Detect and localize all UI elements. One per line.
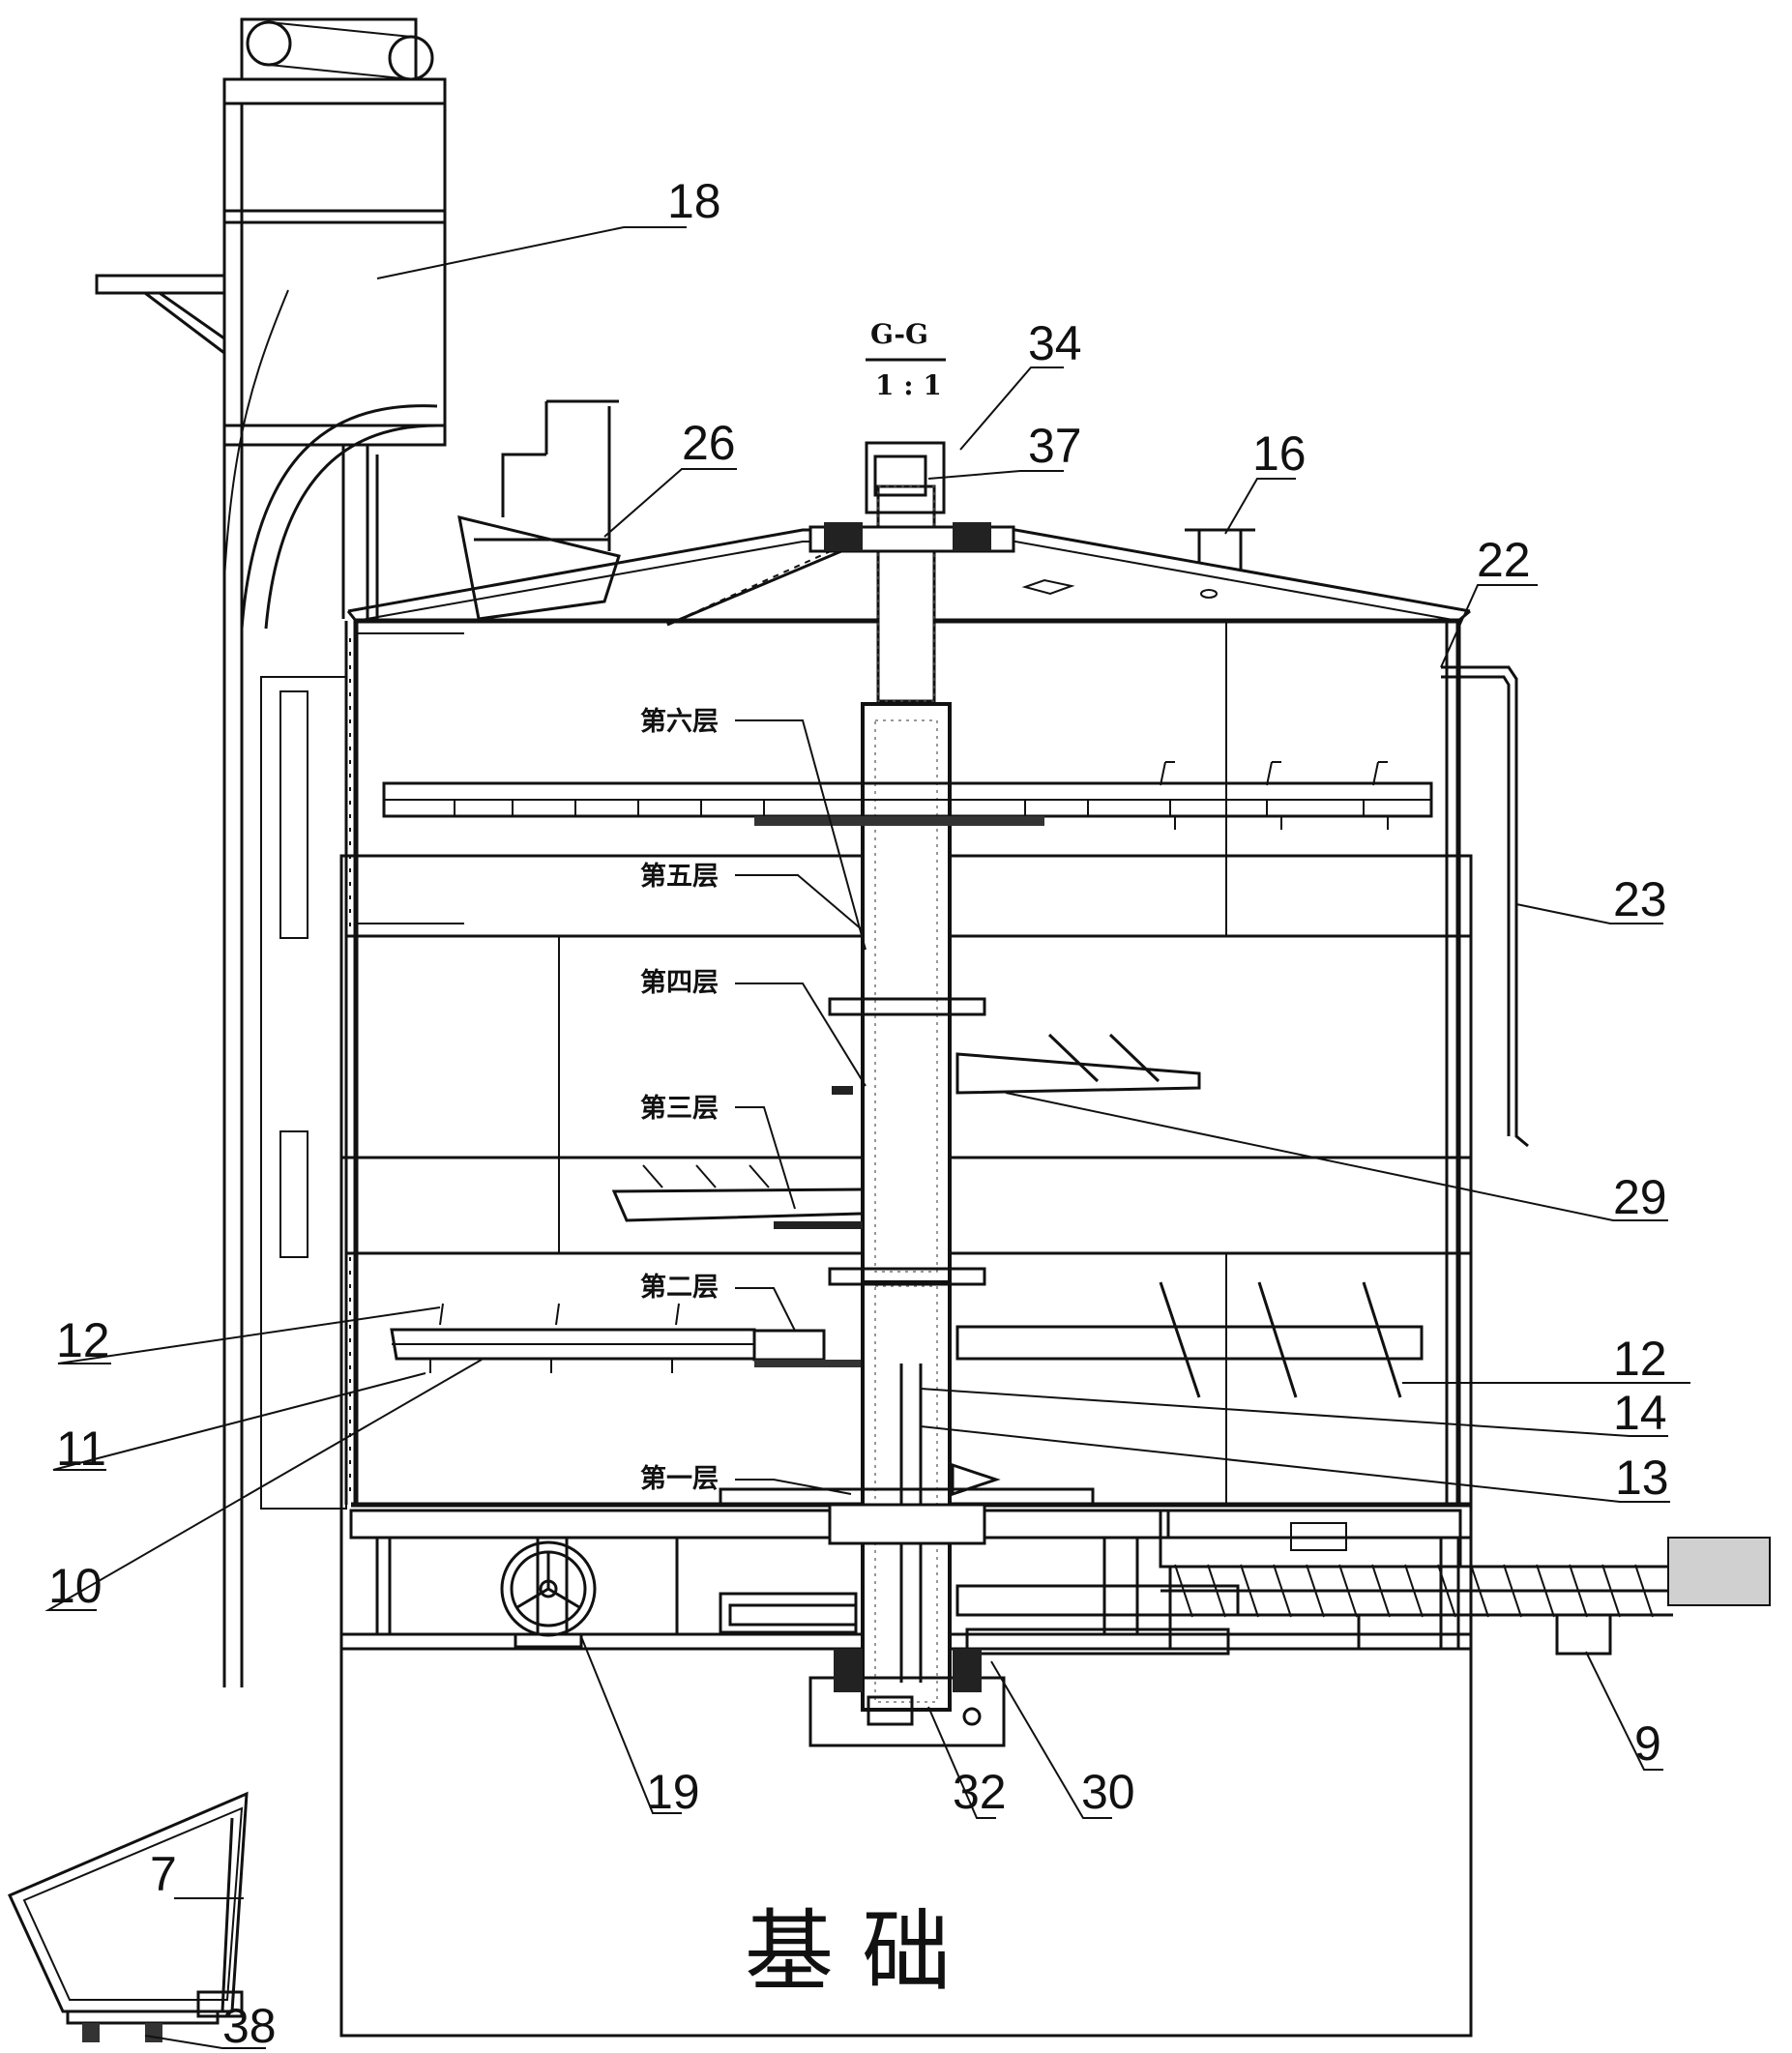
overflow-pipe: [1441, 665, 1529, 1148]
screw-flight: [1371, 1564, 1391, 1618]
part-number-14: 14: [1613, 1386, 1667, 1440]
section-scale: 1 : 1: [875, 369, 942, 401]
layer-label-2: 第二层: [640, 1272, 719, 1303]
layer-label-3: 第三层: [640, 1093, 719, 1124]
screw-flight: [1437, 1564, 1456, 1618]
layer-label-6: 第六层: [640, 706, 719, 737]
screw-flight: [1536, 1564, 1555, 1618]
foundation-label: 基 础: [745, 1900, 951, 2004]
part-number-18: 18: [667, 174, 721, 228]
part-number-12-left: 12: [56, 1313, 110, 1367]
part-number-30: 30: [1081, 1765, 1135, 1819]
part-number-23: 23: [1613, 872, 1667, 926]
arm-layer-4: [832, 1033, 1201, 1095]
part-number-26: 26: [682, 416, 736, 470]
fan: [500, 1540, 597, 1649]
screw-flight: [1273, 1564, 1292, 1618]
drive-assembly: [719, 1503, 1240, 1692]
layer-label-5: 第五层: [640, 861, 719, 892]
hopper: [7, 1791, 249, 2042]
part-number-7: 7: [150, 1847, 177, 1901]
section-name: G-G: [870, 318, 928, 350]
screw-flight: [1503, 1564, 1522, 1618]
part-number-10: 10: [48, 1559, 103, 1613]
screw-flight: [1404, 1564, 1424, 1618]
screw-flights: [1174, 1564, 1654, 1618]
arm-layer-3: [611, 1164, 865, 1229]
screw-conveyor: [1159, 1509, 1771, 1656]
part-number-22: 22: [1477, 533, 1531, 587]
arm-layer-2: [390, 1281, 1424, 1398]
part-number-32: 32: [953, 1765, 1007, 1819]
arm-layer-6: [382, 761, 1433, 830]
part-number-38: 38: [222, 1999, 277, 2053]
leader-lines: [44, 226, 1690, 2049]
part-number-11: 11: [56, 1422, 106, 1476]
screw-flight: [1306, 1564, 1325, 1618]
layer-label-4: 第四层: [640, 967, 719, 998]
screw-flight: [1338, 1564, 1358, 1618]
screw-flight: [1569, 1564, 1588, 1618]
central-shaft: [808, 441, 1015, 1747]
screw-flight: [1601, 1564, 1621, 1618]
part-number-12-right: 12: [1613, 1332, 1667, 1386]
part-numbers: 18 34 37 26 16 22 23 29 12 11 10 12 14 1…: [48, 174, 1669, 2053]
section-marker: G-G 1 : 1: [866, 318, 946, 401]
part-number-16: 16: [1252, 426, 1307, 481]
part-number-13: 13: [1615, 1451, 1669, 1505]
layer-label-1: 第一层: [640, 1463, 719, 1494]
part-number-34: 34: [1028, 316, 1082, 370]
part-number-9: 9: [1634, 1716, 1661, 1771]
screw-flight: [1634, 1564, 1654, 1618]
part-number-37: 37: [1028, 419, 1082, 473]
screw-flight: [1207, 1564, 1226, 1618]
layer-labels: 第六层 第五层 第四层 第三层 第二层 第一层: [640, 706, 719, 1494]
screw-flight: [1240, 1564, 1259, 1618]
part-number-19: 19: [646, 1765, 700, 1819]
screw-flight: [1174, 1564, 1193, 1618]
part-number-29: 29: [1613, 1170, 1667, 1224]
bucket-elevator: [95, 17, 447, 1687]
screw-flight: [1470, 1564, 1489, 1618]
